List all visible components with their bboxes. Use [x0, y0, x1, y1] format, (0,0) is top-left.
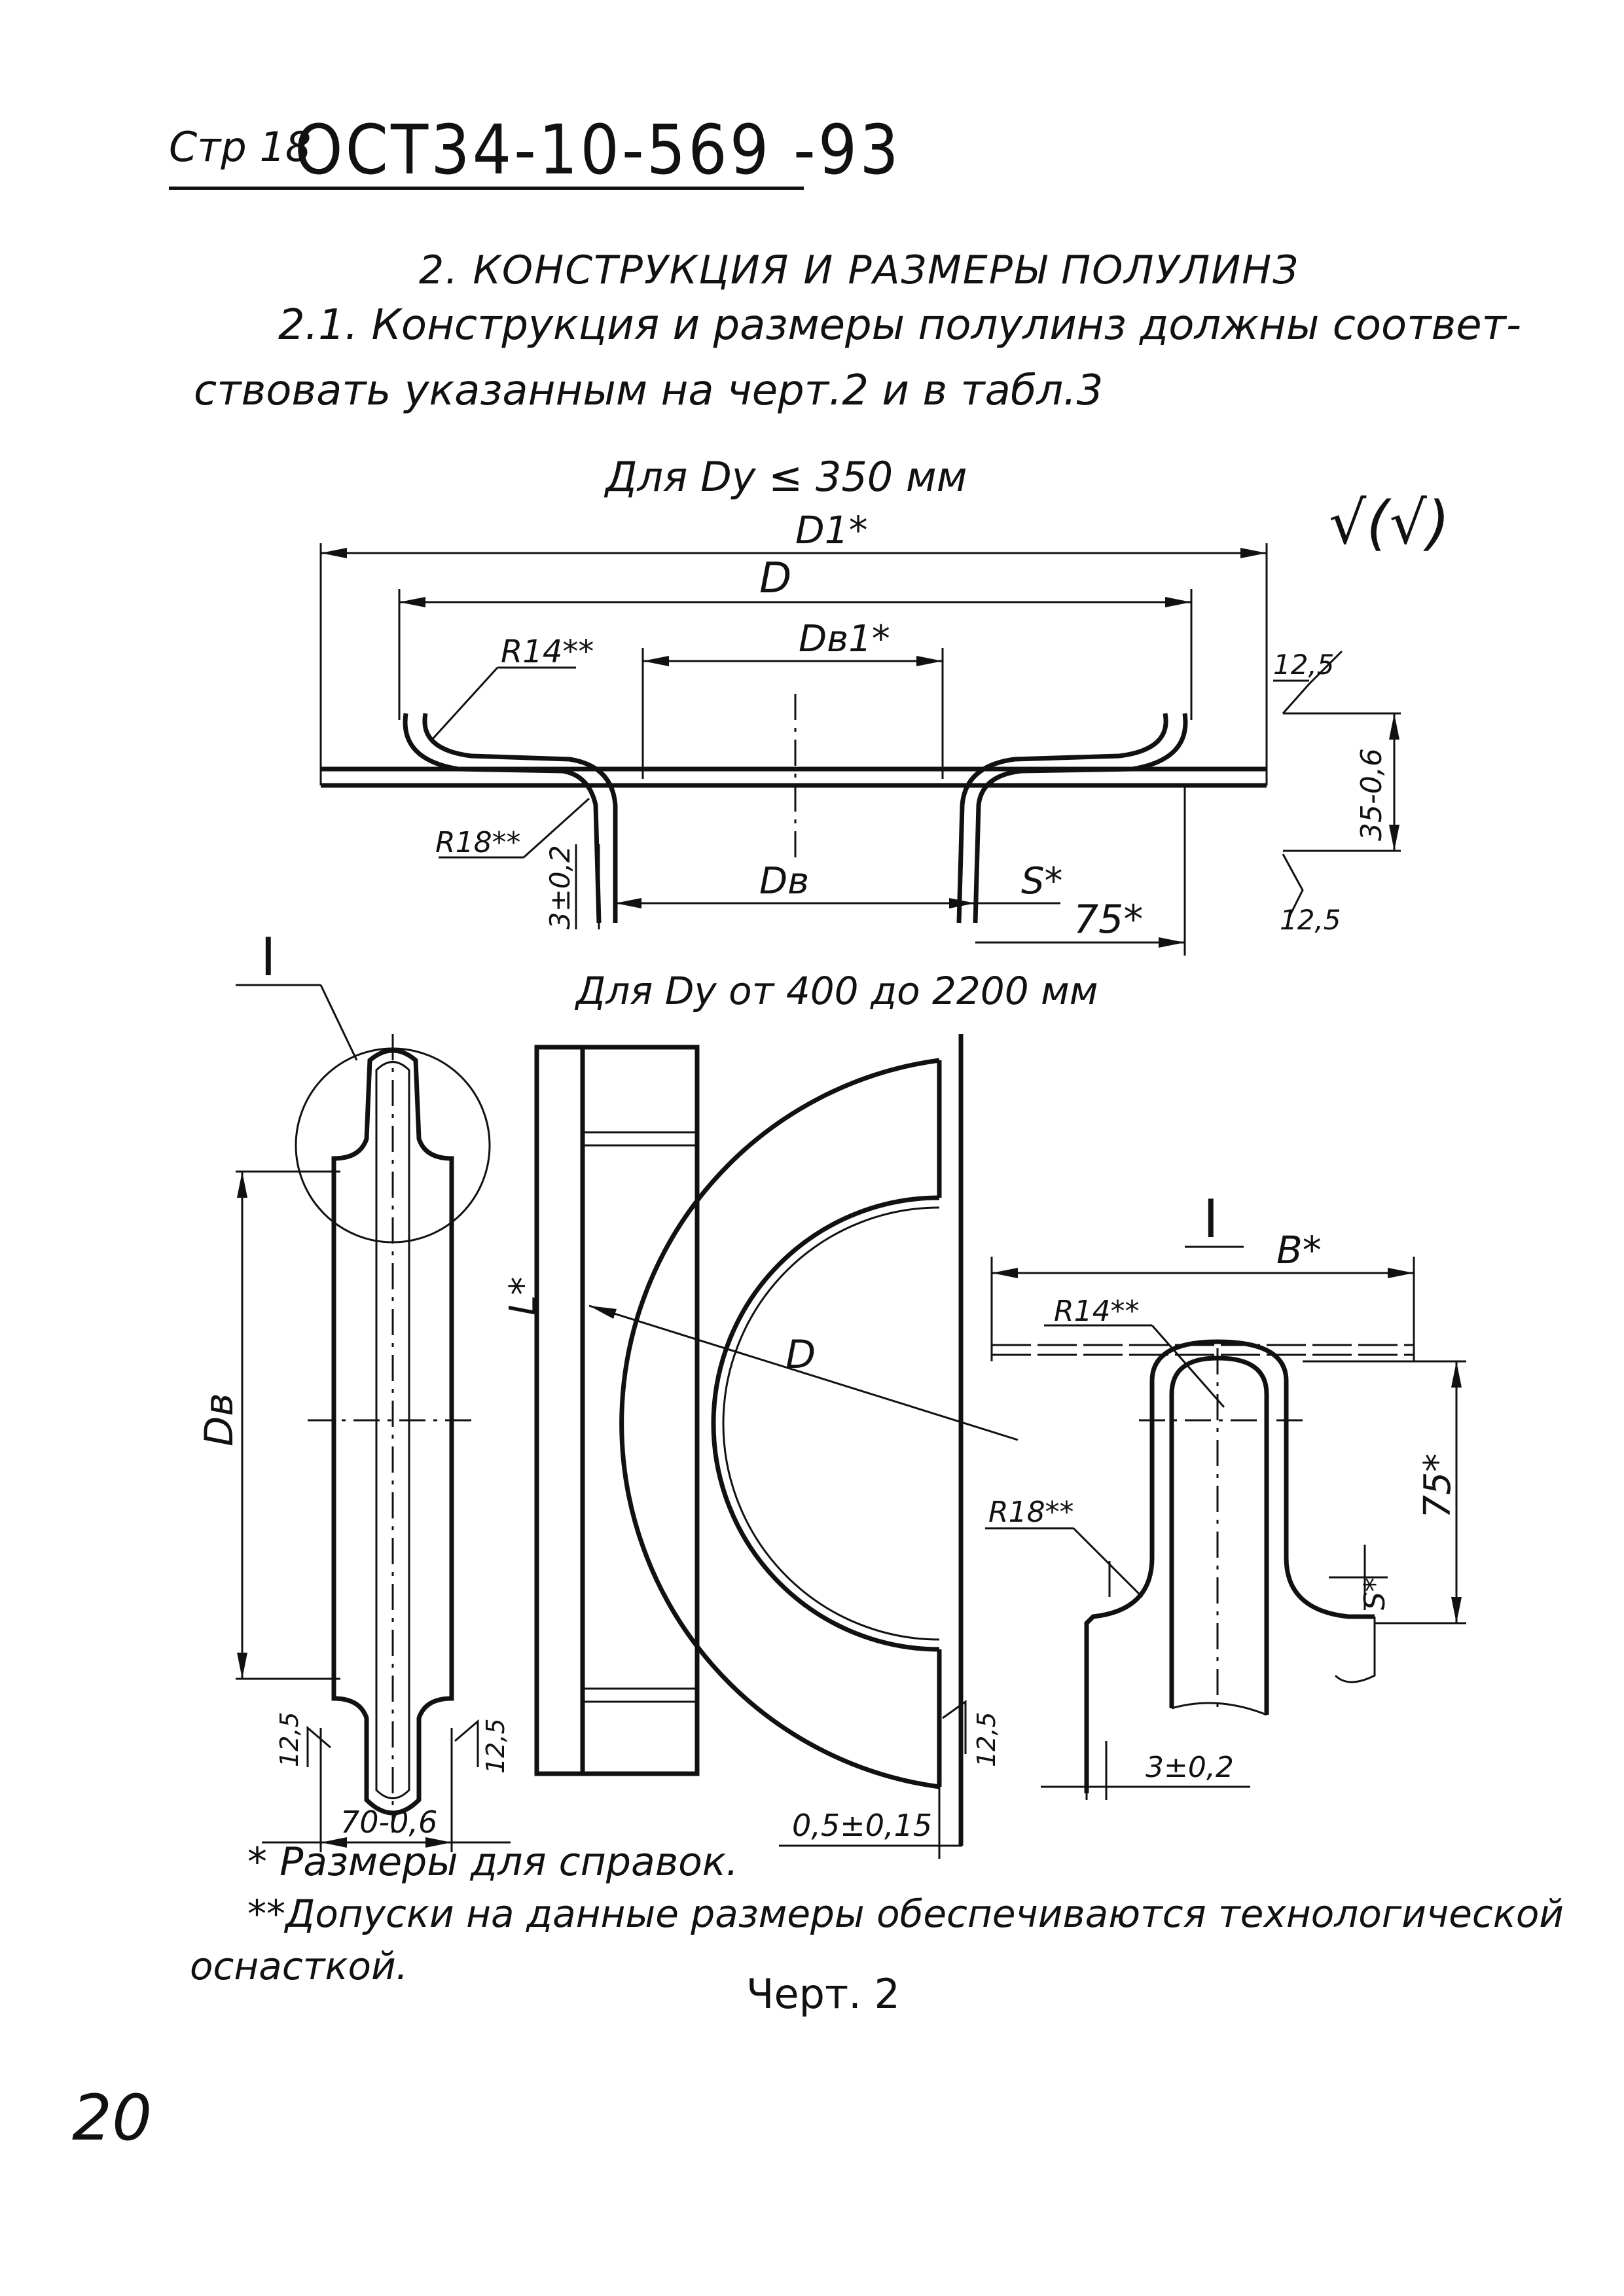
bottom-side-view: I Dв 12,5 12,5	[196, 927, 511, 1852]
dim-B: B*	[1276, 1228, 1322, 1272]
roughness-bottom-left-1: 12,5	[275, 1712, 304, 1767]
dim-R14-detail: R14**	[1054, 1295, 1140, 1328]
drawing-caption: Черт. 2	[746, 1970, 900, 2018]
roughness-top-1: 12,5	[1273, 649, 1335, 681]
page-number: 20	[72, 2081, 153, 2155]
standard-code: ОСТ34-10-569 -93	[295, 110, 901, 190]
dim-R18-detail: R18**	[988, 1496, 1074, 1529]
drawing-top-label: Для Dy ≤ 350 мм	[605, 453, 967, 501]
note-tolerances-line-2: оснасткой.	[190, 1944, 408, 1988]
dim-S-detail: S*	[1358, 1577, 1392, 1610]
dim-70-bottom: 70-0,6	[340, 1804, 437, 1840]
dim-L: L*	[502, 1277, 545, 1316]
page-reference: Стр 18	[169, 123, 312, 171]
header-underline	[169, 187, 804, 190]
dim-D-bottom: D	[785, 1332, 816, 1378]
roughness-top-2: 12,5	[1280, 904, 1341, 936]
dim-Dv-bottom: Dв	[196, 1393, 242, 1446]
paragraph-line-1: 2.1. Конструкция и размеры полулинз долж…	[278, 301, 1521, 350]
roughness-bottom-left-2: 12,5	[481, 1718, 510, 1774]
roughness-mark: √(√)	[1329, 489, 1450, 558]
dim-gap: 0,5±0,15	[792, 1808, 932, 1843]
dim-R18-top: R18**	[435, 826, 521, 859]
top-section-view: √(√) D1* D Dв1*	[319, 489, 1450, 956]
dim-75-top: 75*	[1074, 897, 1143, 942]
dim-thickness-top: 3±0,2	[544, 845, 576, 929]
roughness-bottom-mid: 12,5	[972, 1712, 1001, 1767]
drawing-bottom-label: Для Dy от 400 до 2200 мм	[576, 969, 1098, 1013]
dim-height-top: 35-0,6	[1355, 748, 1388, 841]
dim-Dv1: Dв1*	[799, 618, 890, 660]
dim-thickness-detail: 3±0,2	[1146, 1751, 1234, 1784]
note-reference-sizes: * Размеры для справок.	[247, 1839, 739, 1885]
dim-Dv-top: Dв	[759, 860, 809, 903]
note-tolerances-line-1: **Допуски на данные размеры обеспечивают…	[247, 1892, 1564, 1936]
section-title: 2. КОНСТРУКЦИЯ И РАЗМЕРЫ ПОЛУЛИНЗ	[419, 247, 1299, 293]
dim-D1: D1*	[795, 508, 868, 552]
dim-R14-top: R14**	[501, 634, 594, 670]
detail-I-view: I B* R14**	[985, 1189, 1466, 1800]
detail-mark-I: I	[1203, 1189, 1219, 1249]
view-mark-I: I	[261, 927, 276, 988]
dim-75-detail: 75*	[1416, 1454, 1459, 1518]
paragraph-line-2: ствовать указанным на черт.2 и в табл.3	[194, 367, 1104, 415]
bottom-plan-view: L* D 12,5 0,5±0,15	[502, 1034, 1019, 1859]
dim-S-top: S*	[1021, 860, 1063, 903]
dim-D: D	[759, 554, 791, 603]
